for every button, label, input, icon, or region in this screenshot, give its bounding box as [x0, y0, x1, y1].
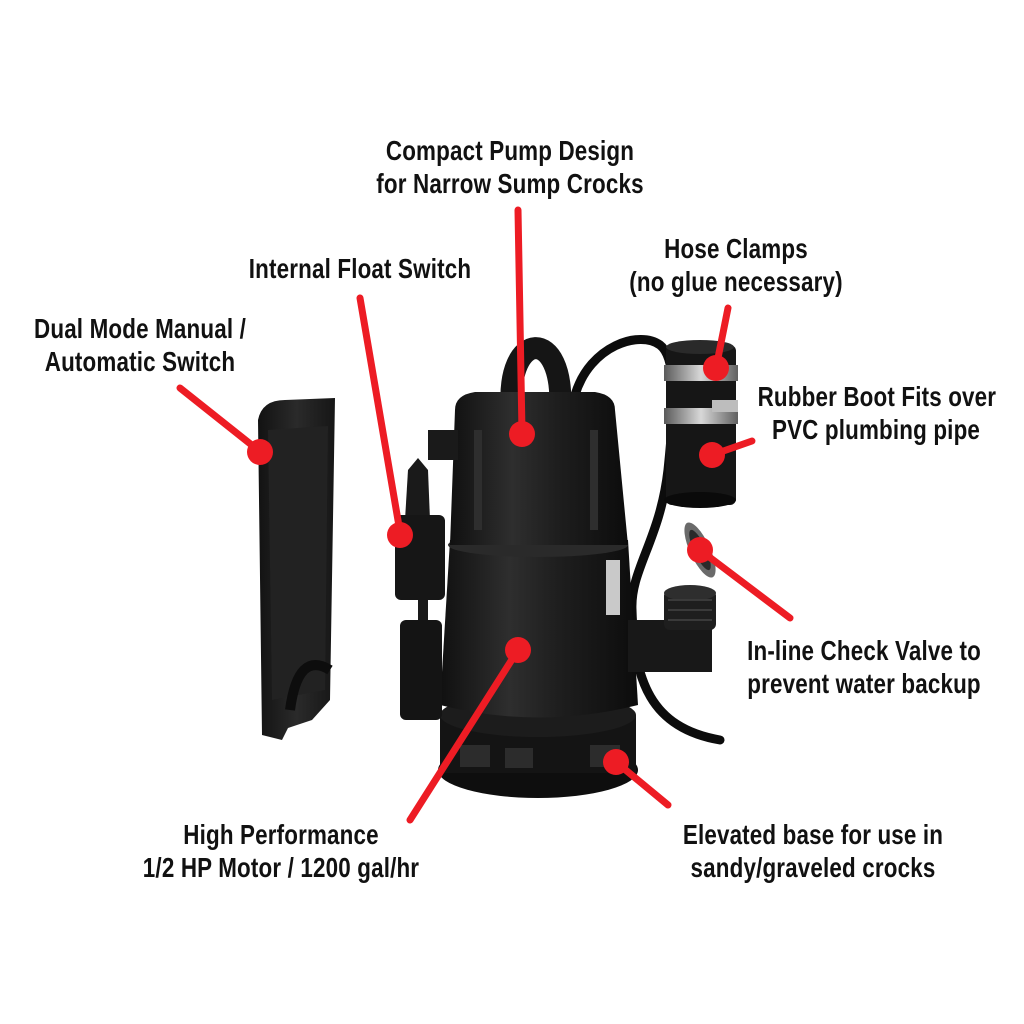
discharge-elbow [628, 585, 716, 672]
label-base-line2: sandy/graveled crocks [690, 852, 936, 883]
callout-dot-base [603, 749, 629, 775]
callout-line-motor [406, 646, 522, 824]
label-base-line1: Elevated base for use in [682, 819, 944, 850]
label-rubber-boot: Rubber Boot Fits over PVC plumbing pipe [757, 380, 997, 446]
switch-cover [258, 398, 335, 740]
motor-housing [440, 533, 638, 718]
callout-dot-dual-mode [247, 439, 273, 465]
callout-dot-float-switch [387, 522, 413, 548]
label-dual-mode: Dual Mode Manual / Automatic Switch [28, 312, 252, 378]
callout-line-compact-design [514, 206, 526, 436]
label-check-valve-line1: In-line Check Valve to [747, 635, 981, 666]
label-float-switch-line1: Internal Float Switch [248, 253, 472, 284]
label-compact-design-line2: for Narrow Sump Crocks [376, 168, 644, 199]
label-dual-mode-line1: Dual Mode Manual / [34, 313, 246, 344]
float-switch [395, 458, 445, 720]
callout-dot-rubber-boot [699, 442, 725, 468]
label-float-switch: Internal Float Switch [224, 252, 496, 285]
callout-dot-check-valve [687, 537, 713, 563]
label-motor: High Performance 1/2 HP Motor / 1200 gal… [136, 818, 426, 884]
callout-line-float-switch [356, 294, 404, 536]
callout-dot-hose-clamps [703, 355, 729, 381]
callout-dot-compact-design [509, 421, 535, 447]
label-hose-clamps: Hose Clamps (no glue necessary) [624, 232, 848, 298]
label-hose-clamps-line1: Hose Clamps [664, 233, 808, 264]
label-motor-line1: High Performance [183, 819, 379, 850]
pump-handle [500, 337, 572, 411]
callout-dots [247, 355, 729, 775]
upper-housing [428, 392, 628, 545]
label-dual-mode-line2: Automatic Switch [44, 346, 236, 377]
label-check-valve-line2: prevent water backup [747, 668, 981, 699]
label-compact-design-line1: Compact Pump Design [385, 135, 635, 166]
label-check-valve: In-line Check Valve to prevent water bac… [742, 634, 985, 700]
label-rubber-boot-line1: Rubber Boot Fits over [757, 381, 997, 412]
label-compact-design: Compact Pump Design for Narrow Sump Croc… [350, 134, 670, 200]
label-rubber-boot-line2: PVC plumbing pipe [771, 414, 981, 445]
label-hose-clamps-line2: (no glue necessary) [629, 266, 843, 297]
label-base: Elevated base for use in sandy/graveled … [683, 818, 944, 884]
label-motor-line2: 1/2 HP Motor / 1200 gal/hr [142, 852, 420, 883]
callout-line-check-valve [696, 546, 794, 622]
callout-dot-motor [505, 637, 531, 663]
callout-line-dual-mode [176, 384, 262, 454]
